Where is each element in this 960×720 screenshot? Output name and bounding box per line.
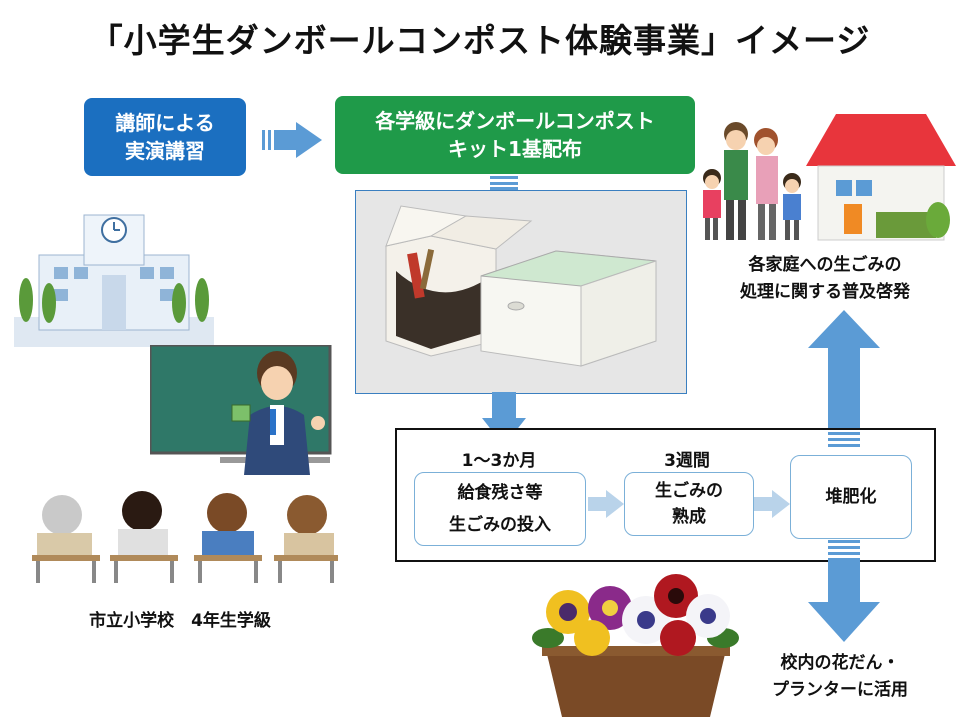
kit-box: 各学級にダンボールコンポスト キット1基配布 — [335, 96, 695, 174]
lecture-line1: 講師による — [115, 111, 215, 135]
pansy-planter-illustration — [532, 574, 739, 717]
school-building-illustration — [14, 214, 214, 347]
step1-line1: 給食残さ等 — [457, 483, 543, 503]
arrow-right-icon — [262, 122, 322, 158]
family-illustration — [703, 122, 801, 240]
kit-line1: 各学級にダンボールコンポスト — [375, 109, 655, 133]
page-title: 「小学生ダンボールコンポスト体験事業」イメージ — [89, 21, 871, 60]
arrow-stripes-icon — [490, 176, 518, 190]
step2-line1: 生ごみの — [655, 481, 723, 501]
home-caption-line2: 処理に関する普及啓発 — [740, 282, 910, 302]
teacher-illustration — [150, 345, 332, 475]
arrow-down-icon — [808, 540, 880, 642]
lecture-line2: 実演講習 — [125, 139, 205, 163]
arrow-right-icon — [588, 490, 624, 518]
school-caption-line1: 校内の花だん・ — [780, 653, 900, 673]
step2-period: 3週間 — [664, 451, 710, 471]
school-caption-line2: プランターに活用 — [772, 680, 908, 700]
house-illustration — [806, 114, 956, 241]
step1-box: 給食残さ等 生ごみの投入 — [414, 472, 586, 546]
students-illustration — [32, 491, 338, 583]
school-caption: 校内の花だん・ プランターに活用 — [740, 650, 940, 704]
school-label: 市立小学校 4年生学級 — [89, 611, 271, 631]
step2-line2: 熟成 — [672, 507, 706, 527]
cardboard-compost-kit-photo — [355, 190, 687, 394]
home-caption: 各家庭への生ごみの 処理に関する普及啓発 — [700, 252, 950, 306]
step2-box: 生ごみの 熟成 — [624, 472, 754, 536]
step1-period: 1〜3か月 — [461, 451, 537, 471]
kit-line2: キット1基配布 — [448, 137, 582, 161]
home-caption-line1: 各家庭への生ごみの — [748, 255, 902, 275]
step3-box: 堆肥化 — [790, 455, 912, 539]
step1-line2: 生ごみの投入 — [449, 515, 551, 535]
arrow-up-icon — [808, 310, 880, 447]
step3-line1: 堆肥化 — [825, 487, 877, 507]
arrow-right-icon — [754, 490, 790, 518]
lecture-box: 講師による 実演講習 — [84, 98, 246, 176]
